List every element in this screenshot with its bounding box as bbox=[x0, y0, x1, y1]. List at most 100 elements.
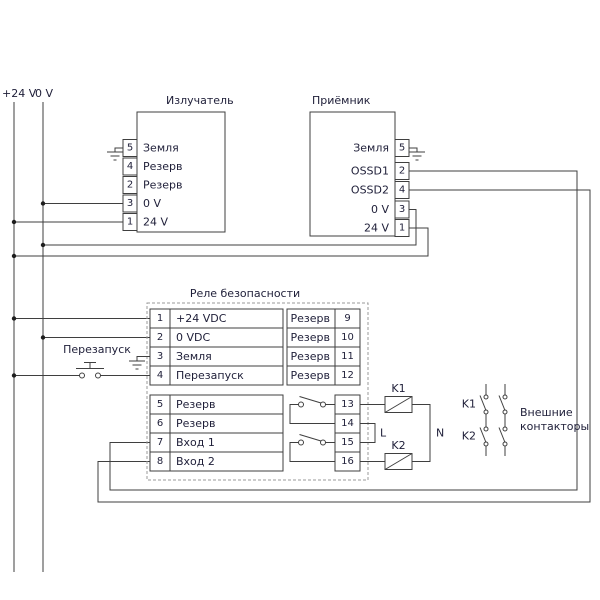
relay-pin-number: 7 bbox=[157, 437, 163, 448]
emitter-pin-number: 5 bbox=[127, 143, 133, 154]
relay-output-contact bbox=[289, 396, 335, 424]
contactor-contact-column bbox=[498, 384, 508, 456]
receiver-pin-label: 24 V bbox=[364, 222, 389, 235]
wire-ossd1 bbox=[109, 170, 578, 491]
emitter-pin-number: 2 bbox=[127, 180, 133, 191]
relay-pin-number: 9 bbox=[344, 313, 350, 324]
contact-blade bbox=[479, 427, 487, 443]
wire-ossd2 bbox=[97, 189, 591, 503]
supply-wires bbox=[14, 170, 591, 503]
emitter-pin-row: 2 Резерв bbox=[122, 176, 182, 194]
relay-pin-label: Резерв bbox=[291, 369, 330, 382]
contact-terminal bbox=[483, 394, 489, 400]
relay-pin-label: Вход 1 bbox=[176, 436, 215, 449]
contact-blade bbox=[498, 427, 506, 443]
relay-pin-label: Перезапуск bbox=[176, 369, 244, 382]
relay-block-left-top: 1 +24 VDC 2 0 VDC 3 Земля 4 Перезапуск bbox=[149, 308, 284, 386]
emitter-pin-row: 1 24 V bbox=[122, 213, 168, 231]
contact-terminal bbox=[320, 439, 326, 446]
relay-pin-label: Резерв bbox=[291, 312, 330, 325]
emitter-pin-terminal bbox=[122, 157, 138, 176]
receiver-box bbox=[309, 111, 396, 237]
contact-blade bbox=[498, 395, 506, 411]
receiver-pin-number: 5 bbox=[399, 143, 405, 154]
contact-blade bbox=[479, 395, 487, 411]
relay-dashed-border bbox=[146, 302, 369, 481]
contact-wiring bbox=[289, 442, 335, 462]
contact-blade bbox=[299, 434, 322, 442]
terminal-dividers bbox=[150, 395, 283, 471]
terminal-dividers bbox=[287, 309, 360, 385]
emitter-pin-row: 4 Резерв bbox=[122, 157, 182, 176]
receiver-pin-number: 2 bbox=[399, 166, 405, 177]
wire-receiver-24v bbox=[14, 227, 429, 257]
external-contactors: K1 K2 Внешние контакторы bbox=[462, 384, 589, 456]
terminal-dividers bbox=[335, 413, 360, 453]
relay-pin-label: Резерв bbox=[176, 398, 215, 411]
restart-button-actuator bbox=[76, 362, 104, 369]
ground-symbol bbox=[129, 356, 150, 370]
receiver-pin-label: OSSD1 bbox=[351, 165, 389, 178]
junction-dot bbox=[11, 219, 17, 225]
emitter-pin-number: 3 bbox=[127, 198, 133, 209]
external-k1-label: K1 bbox=[462, 398, 476, 411]
wire-receiver-0v bbox=[43, 209, 417, 246]
receiver-title: Приёмник bbox=[312, 94, 371, 107]
emitter-unit: Излучатель 5 Земля 4 Резерв 2 Резерв 3 0… bbox=[107, 94, 234, 233]
k1-coil-label: K1 bbox=[391, 382, 405, 395]
emitter-pin-row: 5 Земля bbox=[122, 139, 179, 157]
k2-coil-diagonal bbox=[384, 453, 413, 470]
external-k2-label: K2 bbox=[462, 430, 476, 443]
relay-pin-label: Резерв bbox=[176, 417, 215, 430]
junction-dot bbox=[11, 253, 17, 259]
receiver-pin-label: OSSD2 bbox=[351, 184, 389, 197]
receiver-pin-row: 1 24 V bbox=[364, 219, 410, 237]
relay-pin-number: 8 bbox=[157, 456, 163, 467]
contact-terminal bbox=[502, 426, 508, 432]
restart-button-terminal bbox=[95, 372, 101, 379]
rail-0v-label: 0 V bbox=[35, 87, 53, 100]
neutral-label: N bbox=[436, 427, 444, 440]
relay-pin-number: 14 bbox=[341, 418, 354, 429]
rail-24v-label: +24 V bbox=[2, 87, 37, 100]
k1-coil-diagonal bbox=[384, 396, 413, 413]
receiver-pin-row: 3 0 V bbox=[371, 200, 410, 219]
k2-coil-label: K2 bbox=[391, 439, 405, 452]
external-contactors-caption-line2: контакторы bbox=[520, 420, 589, 433]
relay-block-right-top: Резерв 9 Резерв 10 Резерв 11 Резерв 12 bbox=[286, 308, 361, 386]
receiver-pin-number: 1 bbox=[399, 223, 405, 234]
relay-pin-number: 6 bbox=[157, 418, 163, 429]
emitter-title: Излучатель bbox=[166, 94, 234, 107]
contact-terminal bbox=[502, 394, 508, 400]
contact-terminal bbox=[483, 409, 489, 415]
relay-block-left-bottom: 5 Резерв 6 Резерв 7 Вход 1 8 Вход 2 bbox=[149, 394, 284, 472]
relay-pin-number: 3 bbox=[157, 351, 163, 362]
emitter-pin-label: 0 V bbox=[143, 197, 161, 210]
terminal-dividers bbox=[150, 309, 283, 385]
contact-terminal bbox=[502, 441, 508, 447]
contact-terminal bbox=[298, 439, 304, 446]
power-rails: +24 V 0 V bbox=[2, 87, 53, 572]
junction-dot bbox=[40, 242, 46, 248]
emitter-pin-row: 3 0 V bbox=[122, 194, 161, 213]
emitter-pin-terminal bbox=[122, 176, 138, 194]
contactor-contact-column bbox=[479, 384, 489, 456]
wire-neutral-link bbox=[412, 404, 431, 462]
receiver-pin-label: Земля bbox=[353, 142, 389, 155]
restart-circuit: Перезапуск bbox=[14, 343, 150, 379]
receiver-unit: Приёмник 5 Земля 2 OSSD1 4 OSSD2 3 0 V 1… bbox=[309, 94, 425, 237]
relay-pin-label: +24 VDC bbox=[176, 312, 227, 325]
output-circuit: K1 K2 N L bbox=[360, 382, 444, 470]
emitter-pin-label: Земля bbox=[143, 142, 179, 155]
relay-pin-number: 13 bbox=[341, 399, 354, 410]
relay-pin-number: 11 bbox=[341, 351, 354, 362]
contact-terminal bbox=[483, 426, 489, 432]
relay-pin-label: Вход 2 bbox=[176, 455, 215, 468]
relay-pin-number: 1 bbox=[157, 313, 163, 324]
external-contactors-caption-line1: Внешние bbox=[520, 406, 573, 419]
relay-block-right-bottom: 13 14 15 16 bbox=[334, 394, 361, 472]
relay-pin-number: 16 bbox=[341, 456, 354, 467]
contact-terminal bbox=[298, 401, 304, 408]
contact-terminal bbox=[320, 401, 326, 408]
